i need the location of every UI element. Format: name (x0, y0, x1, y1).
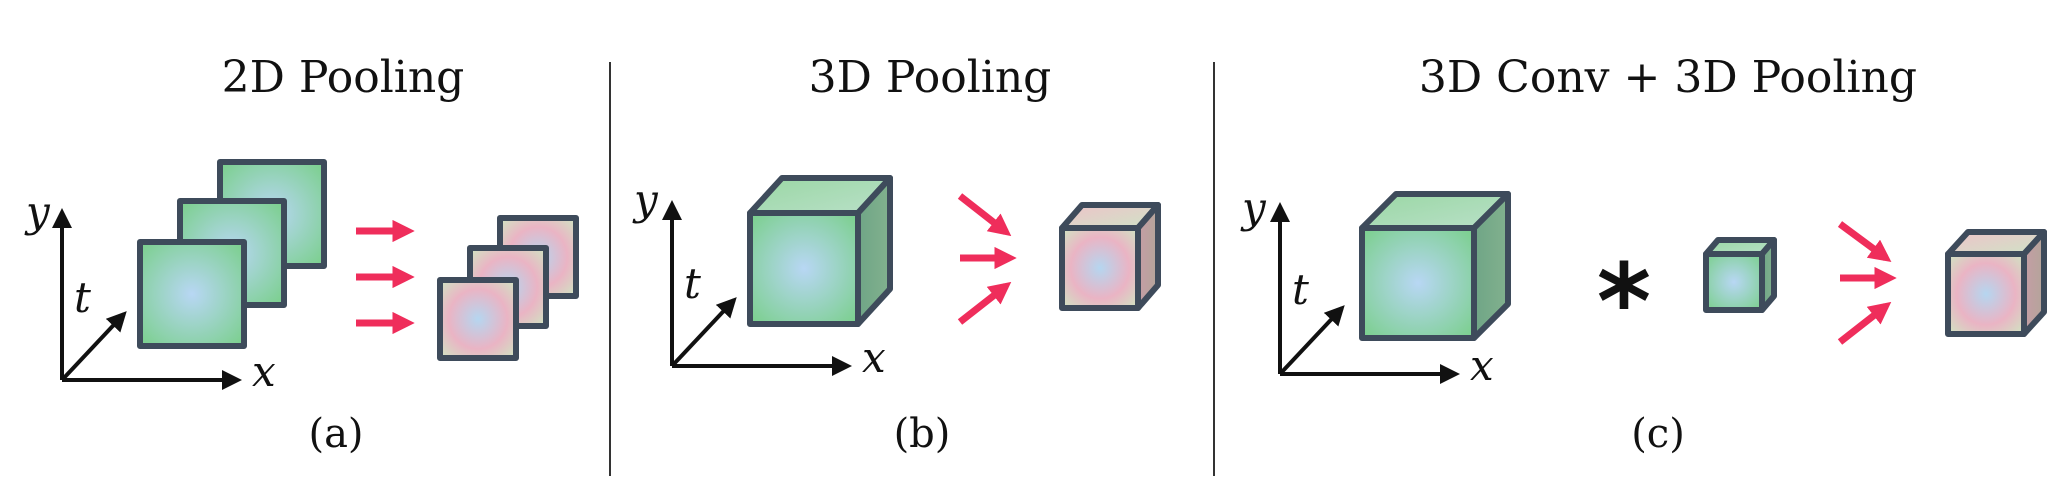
pooled-frame (437, 277, 519, 361)
panel-b-axes: y t x (632, 175, 886, 382)
panel-b-y-label: y (632, 175, 659, 224)
panel-a-axes: y t x (24, 187, 276, 396)
panel-a-title: 2D Pooling (222, 52, 465, 103)
panel-c-x-label: x (1470, 341, 1494, 390)
input-volume-cube (747, 175, 893, 327)
panel-c-y-label: y (1240, 183, 1267, 232)
pooled-frames-stack (437, 215, 579, 361)
panel-b: y t x (b) (632, 175, 1161, 457)
panel-c: y t x * (c) (1240, 183, 2047, 457)
panel-c-axes: y t x (1240, 183, 1494, 390)
input-frame (137, 239, 247, 349)
panel-b-title: 3D Pooling (809, 52, 1052, 103)
panel-a-y-label: y (24, 187, 51, 236)
panel-c-t-label: t (1292, 265, 1309, 314)
panel-b-caption: (b) (894, 411, 951, 457)
panel-b-pooling-arrows (957, 193, 1017, 325)
panel-a: y t x (a) (24, 159, 579, 457)
panel-c-pooling-arrows (1837, 221, 1897, 345)
panel-b-x-label: x (862, 333, 886, 382)
panel-c-caption: (c) (1631, 411, 1685, 457)
pooling-arrow (957, 193, 1012, 237)
convolution-operator: * (1597, 241, 1651, 363)
panel-a-t-label: t (74, 273, 91, 322)
panel-c-title: 3D Conv + 3D Pooling (1419, 52, 1917, 103)
panel-a-pooling-arrows (356, 219, 415, 335)
pooling-arrow (957, 281, 1012, 325)
input-volume-cube (1359, 191, 1511, 341)
pooled-volume-cube (1059, 202, 1161, 311)
pooling-arrow (1837, 221, 1892, 262)
panel-a-x-label: x (252, 347, 276, 396)
panel-a-caption: (a) (308, 411, 363, 457)
conv-kernel-cube (1703, 237, 1777, 313)
pooling-arrow (1837, 301, 1892, 345)
panel-b-t-label: t (684, 259, 701, 308)
pooled-output-cube (1945, 229, 2047, 337)
input-frames-stack (137, 159, 327, 349)
